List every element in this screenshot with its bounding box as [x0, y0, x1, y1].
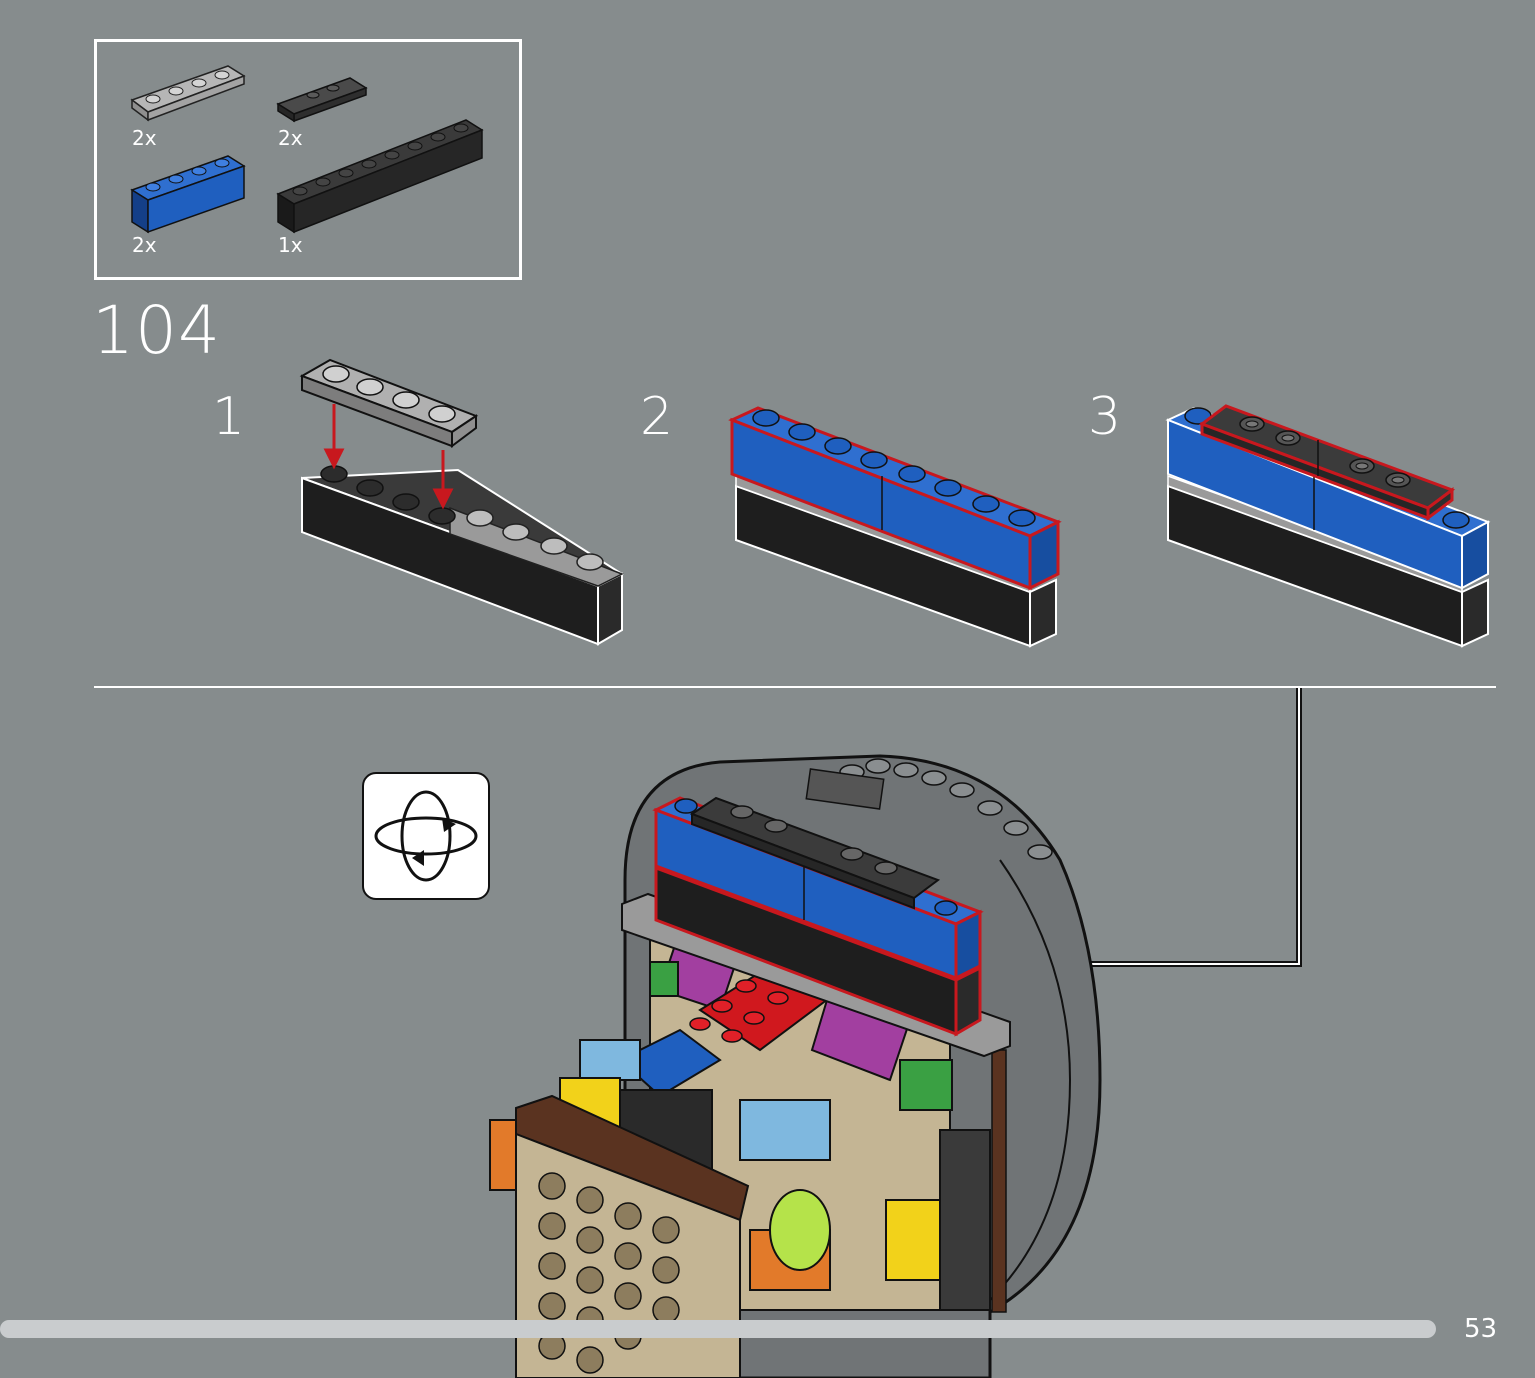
- substep-number-2: 2: [640, 387, 674, 447]
- section-divider: [94, 686, 1496, 688]
- red-placement-arrows: [323, 404, 454, 510]
- substep-1-illustration: [299, 358, 625, 646]
- part-qty-black-brick: 1x: [278, 233, 303, 257]
- progress-bar: [0, 1320, 1436, 1338]
- light-gray-plate-1x4-part: [130, 65, 246, 122]
- substep-number-3: 3: [1088, 387, 1122, 447]
- part-qty-blue-brick: 2x: [132, 233, 157, 257]
- parts-list-box: [94, 39, 522, 280]
- step-number: 104: [92, 292, 221, 369]
- substep-3-illustration: [1165, 404, 1491, 648]
- rotate-arrows-graphic: [374, 790, 478, 882]
- substep-number-1: 1: [212, 387, 246, 447]
- page-number: 53: [1464, 1314, 1498, 1344]
- rotate-model-icon: [362, 772, 490, 900]
- blue-brick-1x4-part: [130, 155, 246, 234]
- highlighted-new-assembly: [652, 796, 984, 1037]
- dark-gray-tile-1x3-part: [276, 77, 368, 123]
- substep-2-illustration: [728, 406, 1062, 648]
- part-qty-dark-gray-tile: 2x: [278, 126, 303, 150]
- part-qty-light-gray-plate: 2x: [132, 126, 157, 150]
- black-brick-1x8-part: [276, 119, 484, 234]
